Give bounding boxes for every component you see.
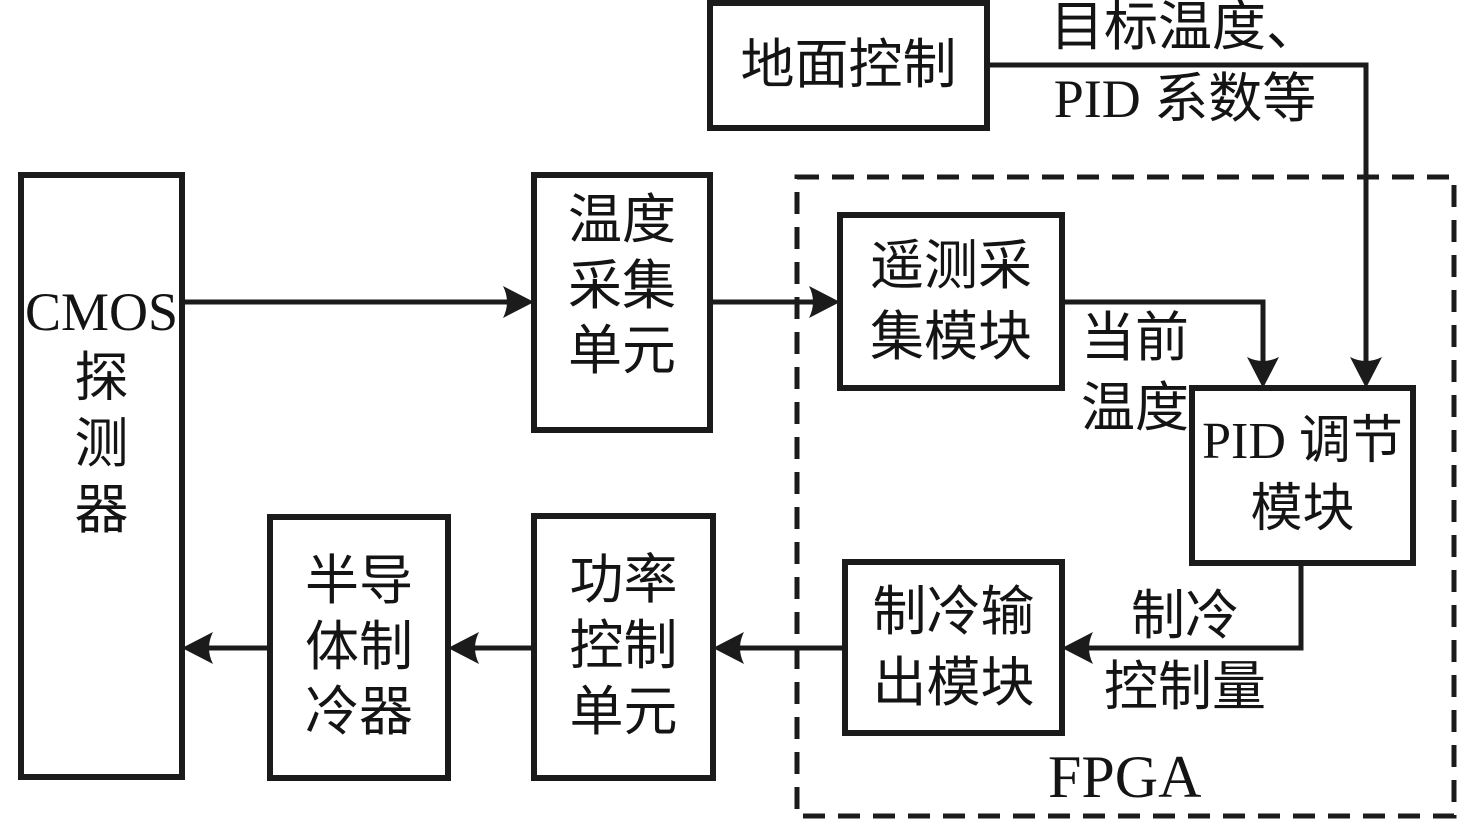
node-pid-regulation-module: PID 调节 模块 xyxy=(1189,385,1416,566)
node-ground-control: 地面控制 xyxy=(707,0,990,131)
arrowhead-cmos-to-tempacq xyxy=(503,286,534,318)
node-label: 制冷输 xyxy=(872,582,1035,643)
node-label: 器 xyxy=(74,479,129,540)
node-cmos-detector: CMOS 探 测 器 xyxy=(18,172,185,780)
edge-label-current-temperature: 当前 温度 xyxy=(1081,303,1189,443)
node-label: CMOS xyxy=(24,282,179,343)
arrowhead-cooling-to-power xyxy=(713,632,744,664)
node-telemetry-acquisition-module: 遥测采 集模块 xyxy=(837,212,1065,391)
node-power-control-unit: 功率 控制 单元 xyxy=(531,513,716,781)
edge-label-pid-coefficients: PID 系数等 xyxy=(1053,69,1317,129)
node-label: 功率 xyxy=(569,550,678,611)
node-temp-acquisition-unit: 温度 采集 单元 xyxy=(531,172,713,433)
node-cooling-output-module: 制冷输 出模块 xyxy=(842,559,1065,736)
node-label: 控制 xyxy=(569,616,678,677)
node-label: 模块 xyxy=(1250,480,1355,538)
node-label-group: CMOS 探 测 器 xyxy=(25,282,178,576)
arrowhead-pid-to-cooling xyxy=(1062,632,1093,664)
edge-label-target-temperature: 目标温度、 xyxy=(1050,0,1320,57)
node-semiconductor-cooler: 半导 体制 冷器 xyxy=(267,514,451,781)
node-label: 探 xyxy=(74,348,129,409)
node-label: 测 xyxy=(74,414,129,474)
edge-label-line: 温度 xyxy=(1081,378,1189,438)
node-label: 单元 xyxy=(569,681,678,742)
arrowhead-ground-to-pid xyxy=(1350,357,1382,388)
node-label: 集模块 xyxy=(870,306,1032,367)
fpga-boundary-box xyxy=(794,174,1457,819)
node-label-group: 温度 采集 单元 xyxy=(568,190,676,394)
arrowhead-power-to-semicon xyxy=(448,632,479,664)
arrowhead-tempacq-to-telemetry xyxy=(809,286,840,318)
node-label: 采集 xyxy=(568,255,676,316)
fpga-region-label: FPGA xyxy=(1048,744,1202,810)
arrowhead-telemetry-to-pid xyxy=(1247,357,1279,388)
edge-label-cooling-control-quantity: 制冷 控制量 xyxy=(1085,581,1285,723)
node-label: 单元 xyxy=(568,321,676,382)
node-label: 地面控制 xyxy=(740,34,957,95)
node-label: 温度 xyxy=(568,189,676,250)
edge-label-line: 当前 xyxy=(1081,308,1189,368)
arrow-ground-to-pid xyxy=(990,62,1369,364)
node-label: 遥测采 xyxy=(870,236,1032,297)
arrow-pid-to-cooling xyxy=(1087,563,1304,651)
edge-label-line: 制冷 xyxy=(1131,586,1239,646)
node-label: 体制 xyxy=(305,616,413,677)
node-label: 半导 xyxy=(305,550,413,611)
node-label: 出模块 xyxy=(872,652,1035,713)
node-label: PID 调节 xyxy=(1202,412,1403,470)
edge-label-line: 控制量 xyxy=(1104,657,1266,717)
arrowhead-semicon-to-cmos xyxy=(182,632,213,664)
node-label: 冷器 xyxy=(305,682,413,743)
arrow-telemetry-to-pid xyxy=(1062,299,1266,364)
